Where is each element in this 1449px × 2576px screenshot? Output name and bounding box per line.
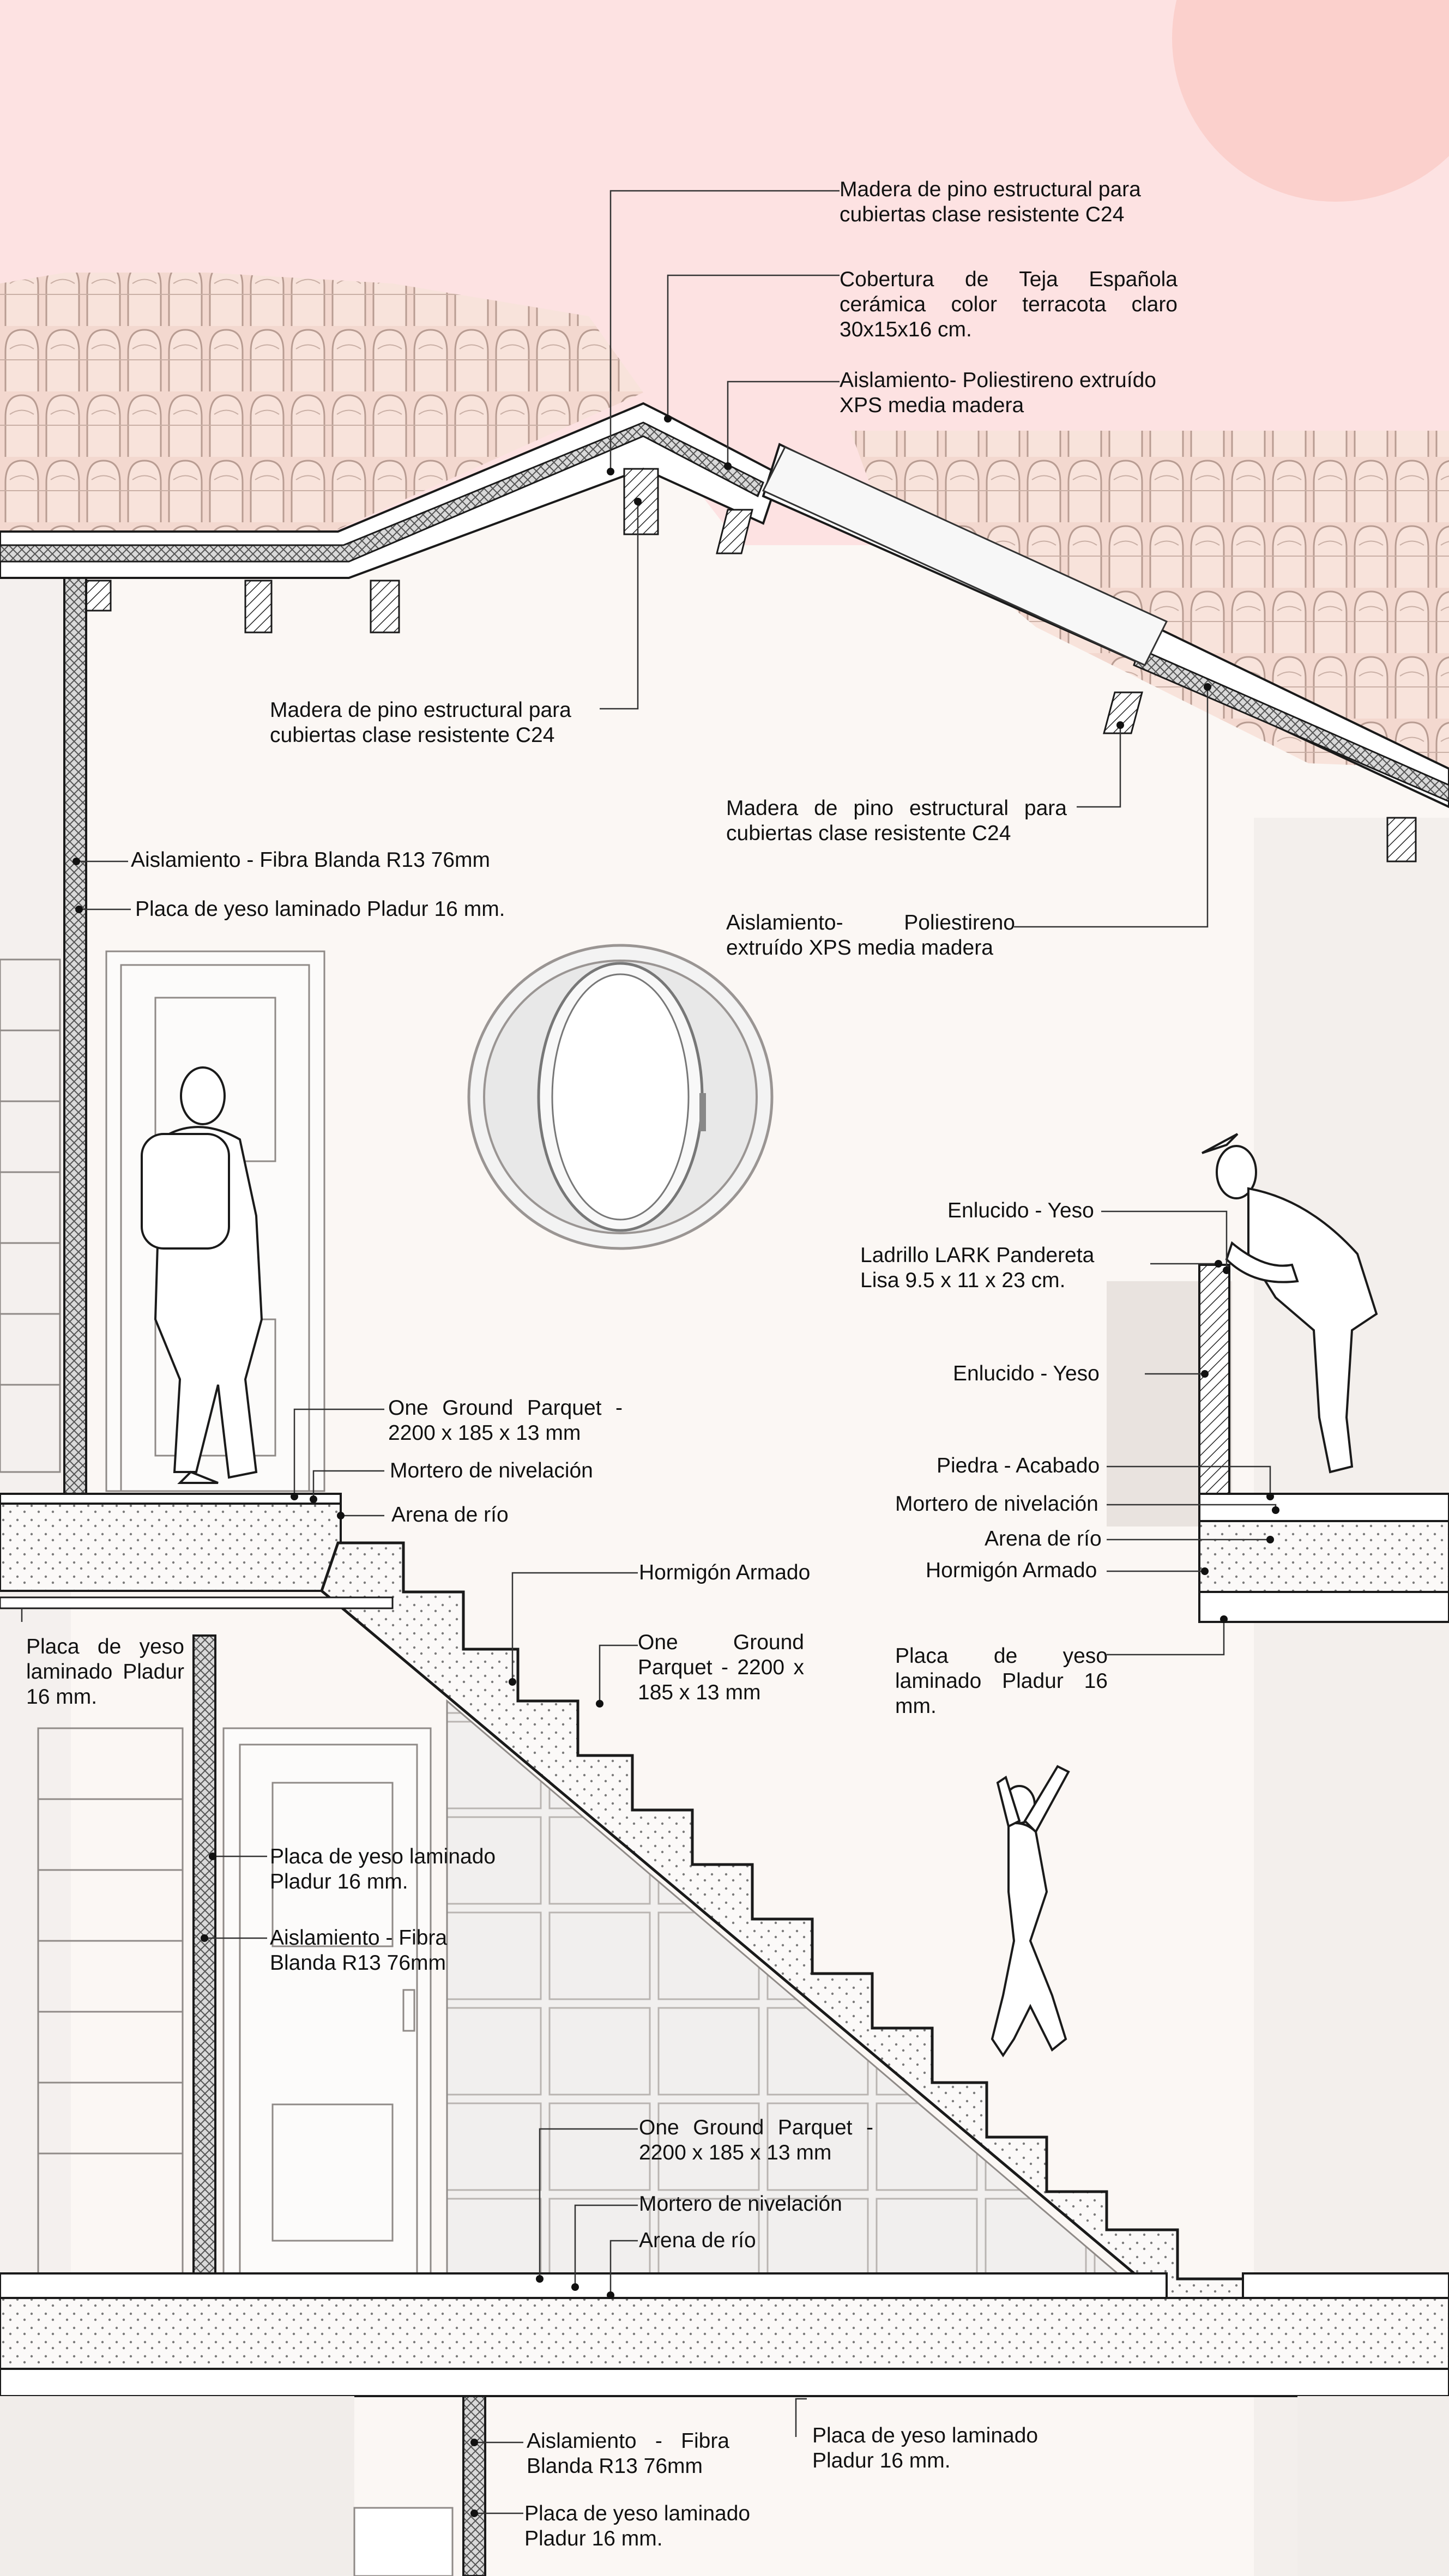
beam	[244, 580, 273, 634]
label-enlucido-2: Enlucido - Yeso	[953, 1362, 1100, 1385]
balcony-slab-finish	[1198, 1493, 1449, 1522]
label-brick: Ladrillo LARK Pandereta Lisa 9.5 x 11 x …	[860, 1244, 1095, 1292]
bottom-wall	[462, 2395, 486, 2576]
left-wall	[63, 577, 87, 1528]
label-placa-left-mid: Placa de yeso laminado Pladur 16 mm.	[26, 1635, 184, 1709]
upper-floor-slab	[0, 1503, 342, 1592]
leader-dots	[73, 415, 1279, 2517]
label-arena-upper: Arena de río	[391, 1503, 509, 1527]
label-mortero-lower: Mortero de nivelación	[639, 2192, 842, 2216]
label-roof-wood-top: Madera de pino estructural para cubierta…	[840, 178, 1141, 226]
label-hormigon-stair: Hormigón Armado	[639, 1561, 811, 1584]
label-placa-bottom: Placa de yeso laminado Pladur 16 mm.	[524, 2502, 751, 2550]
sun	[1172, 0, 1449, 202]
lower-floor-finish	[0, 2272, 1168, 2299]
balcony-slab	[1198, 1520, 1449, 1593]
label-arena-right: Arena de río	[985, 1527, 1102, 1551]
person-jumping	[991, 1765, 1070, 2058]
beam	[1386, 817, 1417, 862]
label-piedra: Piedra - Acabado	[937, 1454, 1100, 1477]
label-hormigon-right: Hormigón Armado	[926, 1559, 1097, 1582]
round-window	[467, 944, 774, 1250]
label-aislamiento-closet: Aislamiento - Fibra Blanda R13 76mm	[270, 1926, 448, 1975]
label-mortero-right: Mortero de nivelación	[895, 1492, 1098, 1516]
label-placa-closet: Placa de yeso laminado Pladur 16 mm.	[270, 1845, 496, 1893]
lower-door	[222, 1727, 432, 2275]
label-arena-lower: Arena de río	[639, 2229, 756, 2252]
lower-floor-slab	[0, 2297, 1449, 2370]
label-parquet-stair: One Ground Parquet - 2200 x 185 x 13 mm	[638, 1631, 804, 1704]
label-placa-bottom-right: Placa de yeso laminado Pladur 16 mm.	[812, 2424, 1039, 2472]
label-roof-wood-left: Madera de pino estructural para cubierta…	[270, 698, 571, 747]
beam	[370, 580, 400, 634]
label-mortero-upper: Mortero de nivelación	[390, 1459, 593, 1482]
label-parquet-lower: One Ground Parquet - 2200 x 185 x 13 mm	[639, 2116, 873, 2164]
label-enlucido-1: Enlucido - Yeso	[947, 1199, 1094, 1222]
label-placa-right-mid: Placa de yeso laminado Pladur 16 mm.	[895, 1644, 1108, 1718]
label-wall-insulation-left: Aislamiento - Fibra Blanda R13 76mm	[131, 848, 490, 872]
roof-tiles-left	[0, 273, 643, 540]
label-roof-wood-right: Madera de pino estructural para cubierta…	[726, 797, 1067, 845]
upper-floor-finish	[0, 1493, 342, 1505]
balcony-wall	[1198, 1264, 1230, 1522]
roof-tiles-right	[850, 431, 1449, 769]
label-parquet-upper: One Ground Parquet - 2200 x 185 x 13 mm	[388, 1396, 623, 1445]
stair-slab	[320, 1541, 1255, 2302]
lower-left-wall	[192, 1634, 216, 2291]
beam	[716, 509, 753, 554]
person-leaning	[1202, 1133, 1378, 1474]
label-roof-xps-right: Aislamiento- Poliestireno extruído XPS m…	[726, 911, 1015, 960]
label-roof-xps-top: Aislamiento- Poliestireno extruído XPS m…	[840, 369, 1156, 417]
label-wall-plaster-left: Placa de yeso laminado Pladur 16 mm.	[135, 897, 505, 921]
beam	[83, 580, 112, 612]
person-backpack	[141, 1066, 263, 1484]
label-aislamiento-bottom: Aislamiento - Fibra Blanda R13 76mm	[527, 2429, 729, 2478]
beam	[1103, 691, 1143, 734]
label-roof-tile: Cobertura de Teja Española cerámica colo…	[840, 268, 1178, 341]
